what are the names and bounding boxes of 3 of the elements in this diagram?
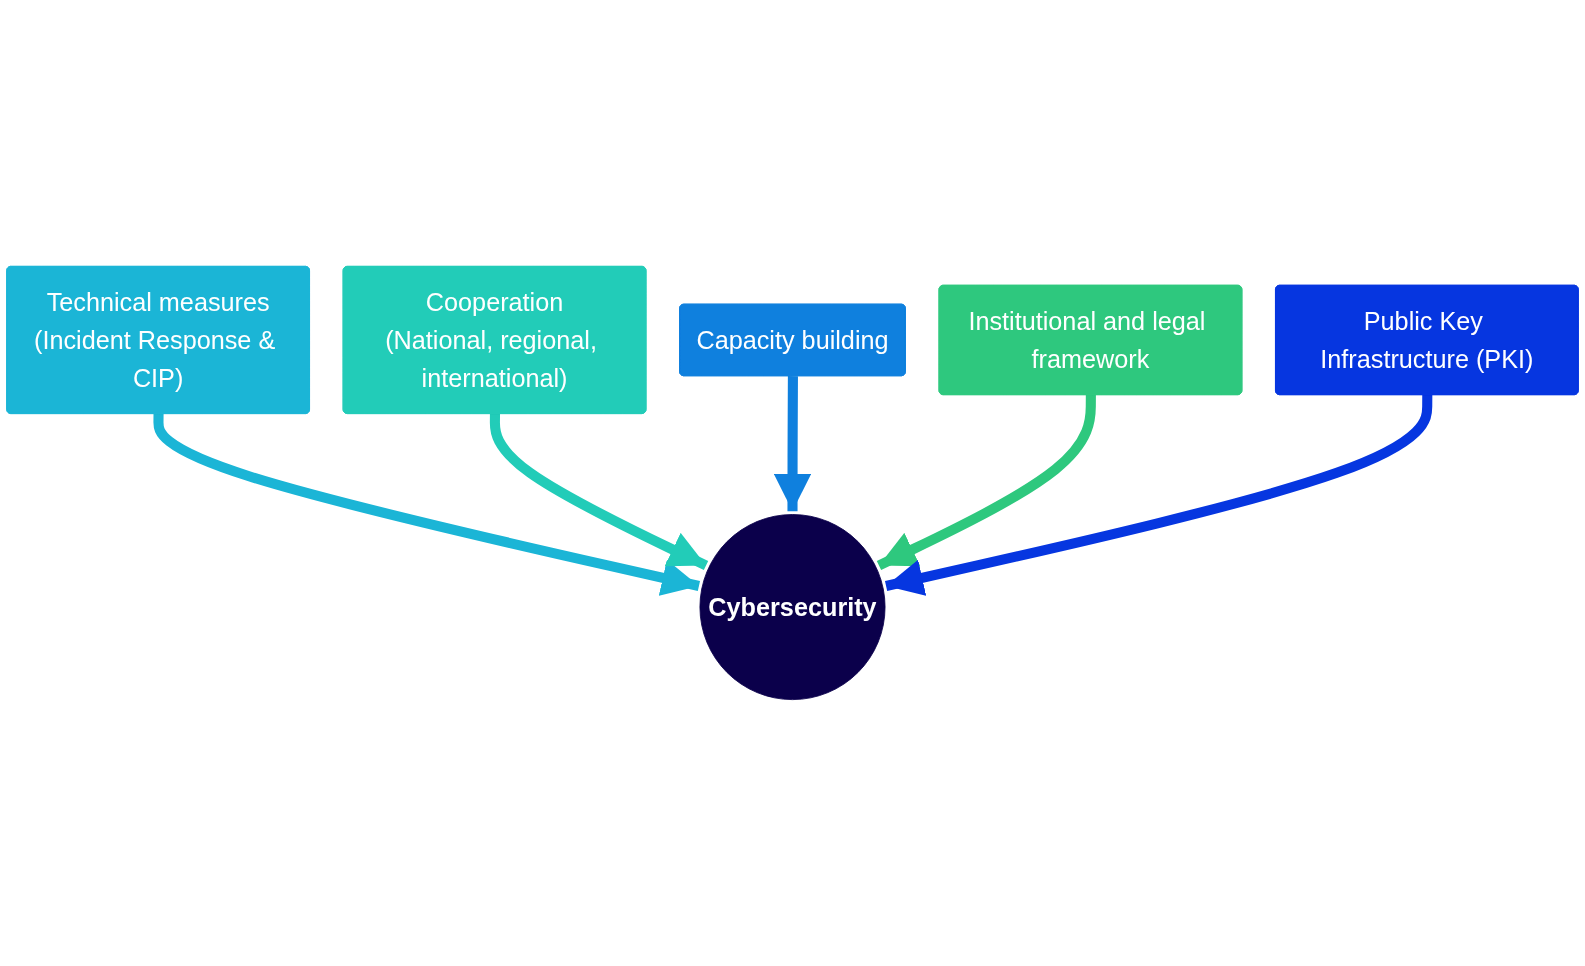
arrow xyxy=(774,376,811,512)
node-circle: Cybersecurity xyxy=(699,514,886,701)
arrow xyxy=(876,395,1096,571)
